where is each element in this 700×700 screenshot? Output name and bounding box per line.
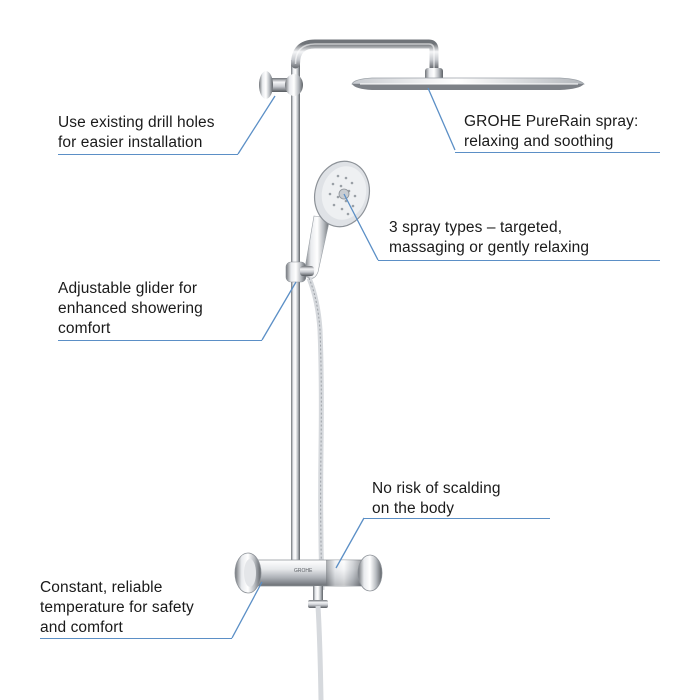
callout-text-line: temperature for safety — [40, 599, 194, 616]
leader-line-purerain — [427, 87, 456, 151]
leader-line-scalding — [335, 517, 365, 569]
callout-text-line: Adjustable glider for — [58, 280, 198, 297]
callout-text-line: massaging or gently relaxing — [389, 239, 590, 256]
callout-scalding: No risk of scalding on the body — [372, 479, 501, 519]
callout-text-line: on the body — [372, 500, 455, 517]
callout-underline-purerain — [455, 152, 660, 153]
callout-text-line: GROHE PureRain spray: — [464, 113, 639, 130]
callout-text-line: and comfort — [40, 619, 123, 636]
callout-purerain: GROHE PureRain spray: relaxing and sooth… — [464, 112, 638, 152]
callout-underline-scalding — [364, 518, 550, 519]
shower-rail-icon — [285, 261, 314, 283]
callout-spray-types: 3 spray types – targeted, massaging or g… — [389, 218, 589, 258]
leader-line-glider — [261, 281, 297, 341]
callout-temperature: Constant, reliable temperature for safet… — [40, 578, 194, 638]
callout-text-line: enhanced showering — [58, 300, 203, 317]
callout-underline-glider — [58, 340, 262, 341]
callout-text-line: Use existing drill holes — [58, 114, 215, 131]
leader-line-temperature — [231, 581, 263, 639]
callout-text-line: for easier installation — [58, 134, 203, 151]
callout-text-line: No risk of scalding — [372, 480, 501, 497]
callout-underline-spray-types — [378, 260, 660, 261]
thermostat-brand-mark: GROHE — [294, 568, 313, 574]
callout-text-line: Constant, reliable — [40, 579, 163, 596]
callout-underline-drill-holes — [58, 154, 238, 155]
leader-line-spray-types — [343, 193, 379, 261]
hand-shower-icon — [304, 160, 370, 279]
callout-drill-holes: Use existing drill holes for easier inst… — [58, 113, 215, 153]
leader-line-drill-holes — [237, 95, 276, 155]
callout-underline-temperature — [40, 638, 232, 639]
callout-text-line: comfort — [58, 320, 111, 337]
rain-shower-head-icon — [351, 68, 585, 90]
callout-glider: Adjustable glider for enhanced showering… — [58, 279, 203, 339]
callout-text-line: 3 spray types – targeted, — [389, 219, 563, 236]
riser-rail — [291, 60, 300, 572]
thermostat-icon: GROHE — [234, 552, 383, 608]
callout-text-line: relaxing and soothing — [464, 133, 614, 150]
